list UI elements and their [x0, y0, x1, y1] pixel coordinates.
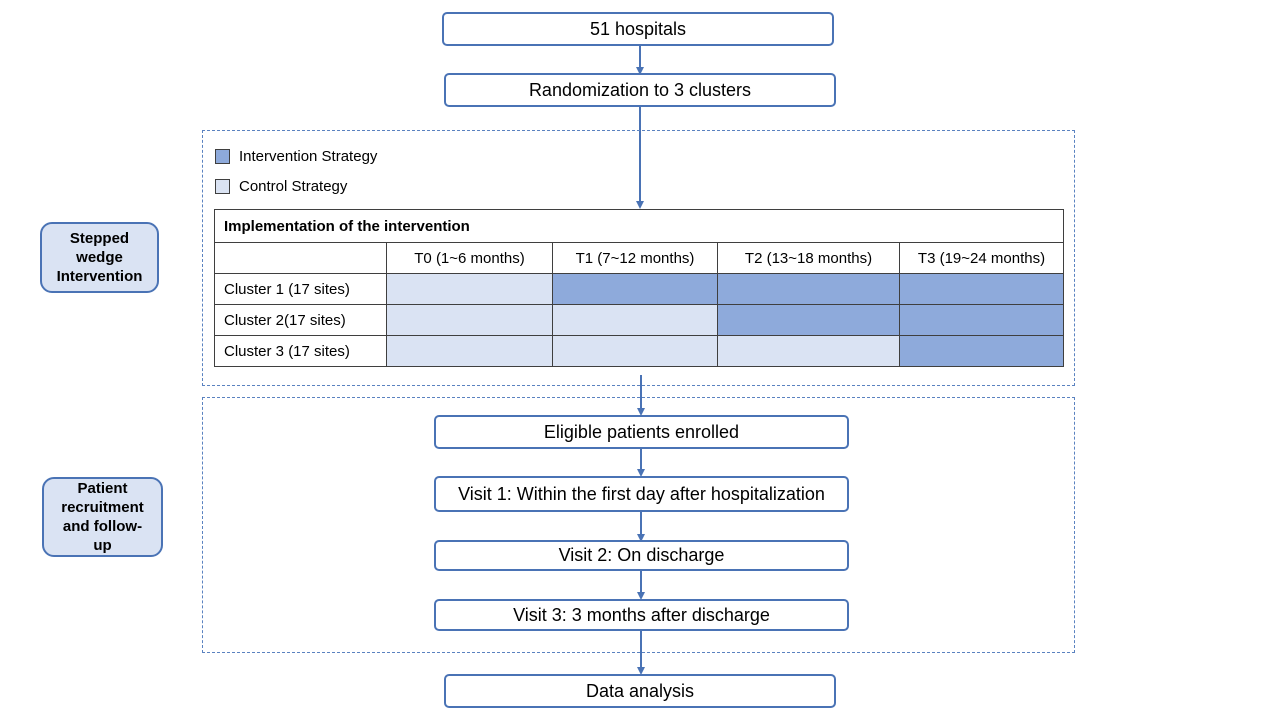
table-corner-cell: [214, 242, 387, 274]
strategy-cell: [552, 273, 718, 305]
strategy-cell: [717, 304, 900, 336]
implementation-table: Implementation of the intervention T0 (1…: [213, 209, 1065, 367]
patient-recruitment-label-line: up: [93, 537, 112, 554]
stepped-wedge-frame: [202, 130, 1075, 386]
enrolled-box: Eligible patients enrolled: [434, 415, 849, 449]
cluster-row: Cluster 2(17 sites): [214, 304, 1065, 336]
period-header-t3: T3 (19~24 months): [898, 242, 1065, 274]
data-analysis-box: Data analysis: [444, 674, 836, 708]
patient-recruitment-label-line: and follow-: [62, 518, 143, 535]
cluster-row: Cluster 3 (17 sites): [214, 335, 1065, 367]
visit3-box: Visit 3: 3 months after discharge: [434, 599, 849, 631]
control-legend-swatch: [215, 179, 230, 194]
strategy-cell: [386, 304, 553, 336]
strategy-cell: [717, 335, 900, 367]
table-title: Implementation of the intervention: [213, 209, 1065, 243]
patient-recruitment-label-line: recruitment: [61, 499, 144, 516]
cluster-name: Cluster 1 (17 sites): [214, 273, 387, 305]
strategy-cell: [386, 273, 553, 305]
hospitals-box: 51 hospitals: [442, 12, 834, 46]
control-legend-label: Control Strategy: [239, 178, 348, 195]
period-header-t1: T1 (7~12 months): [552, 242, 718, 274]
strategy-cell: [552, 335, 718, 367]
patient-recruitment-label-line: Patient: [77, 480, 128, 497]
randomization-box: Randomization to 3 clusters: [444, 73, 836, 107]
strategy-cell: [898, 304, 1065, 336]
strategy-cell: [717, 273, 900, 305]
stepped-wedge-label-line: wedge: [76, 249, 123, 266]
stepped-wedge-label: Stepped wedge Intervention: [40, 222, 159, 293]
intervention-legend-swatch: [215, 149, 230, 164]
strategy-cell: [386, 335, 553, 367]
visit1-box: Visit 1: Within the first day after hosp…: [434, 476, 849, 512]
strategy-cell: [898, 273, 1065, 305]
strategy-cell: [552, 304, 718, 336]
cluster-row: Cluster 1 (17 sites): [214, 273, 1065, 305]
patient-followup-frame: [202, 397, 1075, 653]
stepped-wedge-label-line: Intervention: [56, 268, 143, 285]
patient-recruitment-label: Patient recruitment and follow- up: [42, 477, 163, 557]
stepped-wedge-label-line: Stepped: [69, 230, 130, 247]
intervention-legend-label: Intervention Strategy: [239, 148, 378, 165]
cluster-name: Cluster 2(17 sites): [214, 304, 387, 336]
period-header-t2: T2 (13~18 months): [717, 242, 900, 274]
strategy-cell: [898, 335, 1065, 367]
cluster-name: Cluster 3 (17 sites): [214, 335, 387, 367]
visit2-box: Visit 2: On discharge: [434, 540, 849, 571]
period-header-t0: T0 (1~6 months): [386, 242, 553, 274]
